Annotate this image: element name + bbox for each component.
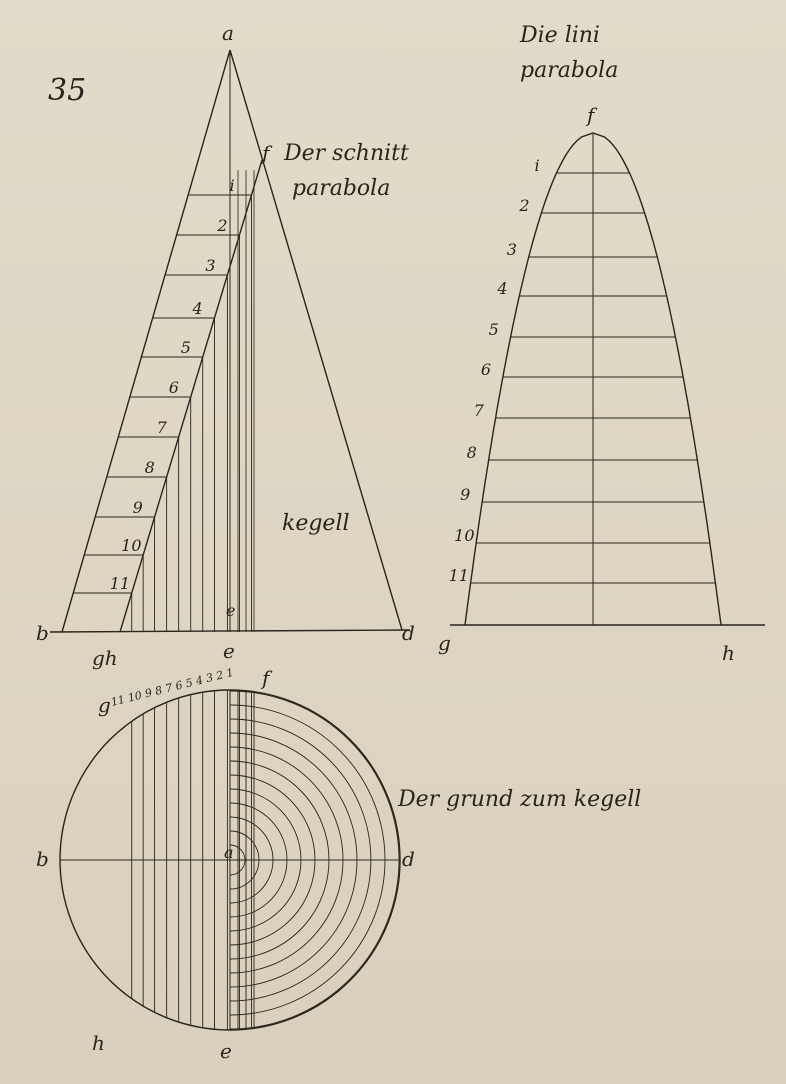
parabola-left-base-label: g: [438, 631, 451, 655]
parabola-figure: [450, 132, 765, 626]
base-circle-caption: Der grund zum kegell: [397, 787, 641, 812]
page-number: 35: [48, 73, 86, 108]
cone-level-label: 3: [205, 256, 215, 275]
concentric-arc: [229, 718, 372, 1002]
parabola-level-label: 4: [496, 279, 507, 298]
cone-level-label: 8: [145, 458, 155, 477]
parabola-level-label: 9: [460, 485, 470, 504]
cone-apex-label: a: [222, 21, 234, 45]
concentric-arc: [229, 802, 288, 918]
concentric-arc: [229, 690, 400, 1030]
cone-level-label: 9: [133, 498, 143, 517]
parabola-level-label: 2: [518, 196, 529, 215]
cone-right-base-label: d: [402, 621, 415, 645]
cone-level-label: 2: [216, 216, 227, 235]
circle-left-label: b: [36, 847, 49, 871]
circle-bottom-left-label: h: [92, 1031, 105, 1055]
concentric-arc: [229, 830, 260, 890]
circle-bottom-label: e: [220, 1039, 232, 1063]
parabola-level-label: i: [535, 156, 540, 175]
circle-center-label: a: [224, 843, 234, 862]
cone-level-label: 5: [181, 338, 191, 357]
parabola-apex-label: f: [585, 103, 598, 127]
circle-top-left-label: g: [98, 693, 111, 717]
circle-top-label: f: [260, 666, 273, 690]
parabola-level-label: 11: [449, 566, 469, 585]
concentric-arc: [229, 704, 386, 1016]
cone-cut-base-label: gh: [92, 646, 118, 670]
concentric-arc: [229, 774, 316, 946]
cone-level-label: i: [229, 176, 234, 195]
base-circle-plan: [59, 689, 401, 1031]
concentric-arc: [229, 760, 330, 960]
cone-level-label: 11: [110, 574, 130, 593]
circle-right-label: d: [402, 847, 415, 871]
parabola-level-label: 6: [481, 360, 491, 379]
parabola-level-label: 8: [467, 443, 477, 462]
cone-caption-line1: Der schnitt: [283, 141, 409, 166]
concentric-arc: [229, 732, 358, 988]
concentric-arc: [229, 844, 246, 876]
parabola-level-label: 10: [454, 526, 474, 545]
parabola-level-label: 3: [507, 240, 517, 259]
cone-elevation: [49, 49, 411, 633]
cone-level-label: 7: [157, 418, 168, 437]
cone-small-e-label: e: [226, 601, 235, 620]
parabola-level-label: 7: [474, 401, 485, 420]
cone-level-label: 6: [169, 378, 179, 397]
cone-left-edge: [61, 49, 231, 633]
cone-level-label: 4: [191, 299, 202, 318]
cone-caption-line2: parabola: [292, 176, 390, 201]
parabola-right-base-label: h: [722, 641, 735, 665]
cone-level-label: 10: [121, 536, 141, 555]
parabola-title-line1: Die lini: [519, 23, 600, 48]
concentric-arc: [229, 816, 274, 904]
parabola-title-line2: parabola: [520, 58, 618, 83]
concentric-arc: [229, 746, 344, 974]
parabola-level-label: 5: [489, 320, 499, 339]
cone-right-edge: [229, 49, 403, 631]
concentric-arc: [229, 788, 302, 932]
cone-left-base-label: b: [36, 621, 49, 645]
cone-cut-top-label: f: [260, 141, 273, 165]
circle-chord-labels: 11 10 9 8 7 6 5 4 3 2 1: [110, 666, 235, 709]
cone-axis-base-label: e: [223, 639, 235, 663]
cone-body-label: kegell: [282, 511, 350, 536]
